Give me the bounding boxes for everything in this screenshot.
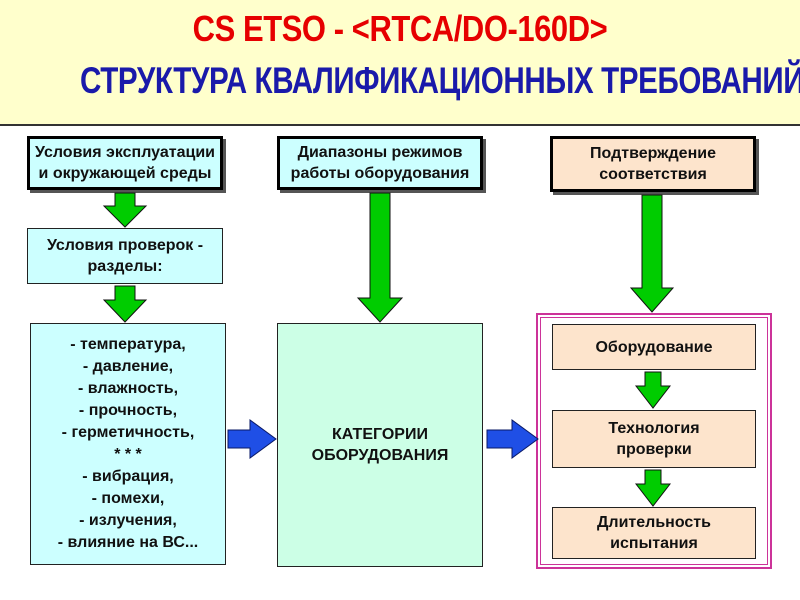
operating-ranges-box: Диапазоны режимов работы оборудования [277,136,483,190]
test-conditions-box: Условия проверок - разделы: [27,228,223,284]
box-line: проверки [616,441,692,458]
box-line: ОБОРУДОВАНИЯ [311,447,449,464]
list-item: - давление, [82,358,174,375]
equipment-box: Оборудование [552,324,756,370]
box-text: Подтверждение соответствия [590,143,716,185]
box-line: соответствия [599,166,707,183]
list-item: - герметичность, [61,424,195,441]
box-text: Диапазоны режимов работы оборудования [291,142,470,184]
list-item: - влияние на ВС... [57,534,199,551]
box-line: Диапазоны режимов [297,144,463,161]
box-line: разделы: [87,258,163,275]
list-item: - вибрация, [82,468,174,485]
list-text: - температура, - давление, - влажность, … [58,334,198,554]
compliance-box: Подтверждение соответствия [550,136,756,192]
box-line: Условия эксплуатации [35,144,215,161]
equipment-categories-box: КАТЕГОРИИ ОБОРУДОВАНИЯ [277,323,483,567]
green-down-arrow-icon [356,192,404,323]
test-duration-box: Длительность испытания [552,507,756,559]
list-item: - излучения, [79,512,177,529]
box-line: Подтверждение [590,145,716,162]
box-line: Оборудование [595,338,713,356]
page-subtitle: СТРУКТУРА КВАЛИФИКАЦИОННЫХ ТРЕБОВАНИЙ [80,60,800,101]
box-text: Технология проверки [608,418,699,460]
compliance-frame-inner [540,317,768,565]
box-text: Условия проверок - разделы: [47,235,203,277]
header-band [0,0,800,124]
blue-right-arrow-icon [227,419,277,459]
box-line: и окружающей среды [38,165,212,182]
page-title: CS ETSO - <RTCA/DO-160D> [192,8,608,49]
box-text: КАТЕГОРИИ ОБОРУДОВАНИЯ [312,424,449,466]
blue-right-arrow-icon [486,419,539,459]
operating-conditions-box: Условия эксплуатации и окружающей среды [27,136,223,190]
list-item: - помехи, [91,490,165,507]
green-down-arrow-icon [102,285,148,323]
box-line: Условия проверок - [46,237,204,254]
box-line: Технология [608,420,700,437]
list-item: * * * [114,446,142,463]
test-sections-list: - температура, - давление, - влажность, … [30,323,226,565]
box-line: испытания [610,535,698,552]
box-line: работы оборудования [290,165,470,182]
list-item: - прочность, [78,402,178,419]
green-down-arrow-icon [629,194,675,313]
header-divider [0,124,800,126]
box-text: Условия эксплуатации и окружающей среды [35,142,215,184]
box-line: Длительность [597,514,711,531]
box-line: КАТЕГОРИИ [332,426,428,443]
green-down-arrow-icon [102,192,148,228]
test-technology-box: Технология проверки [552,410,756,468]
box-text: Длительность испытания [597,512,711,554]
list-item: - влажность, [77,380,179,397]
list-item: - температура, [70,336,186,353]
